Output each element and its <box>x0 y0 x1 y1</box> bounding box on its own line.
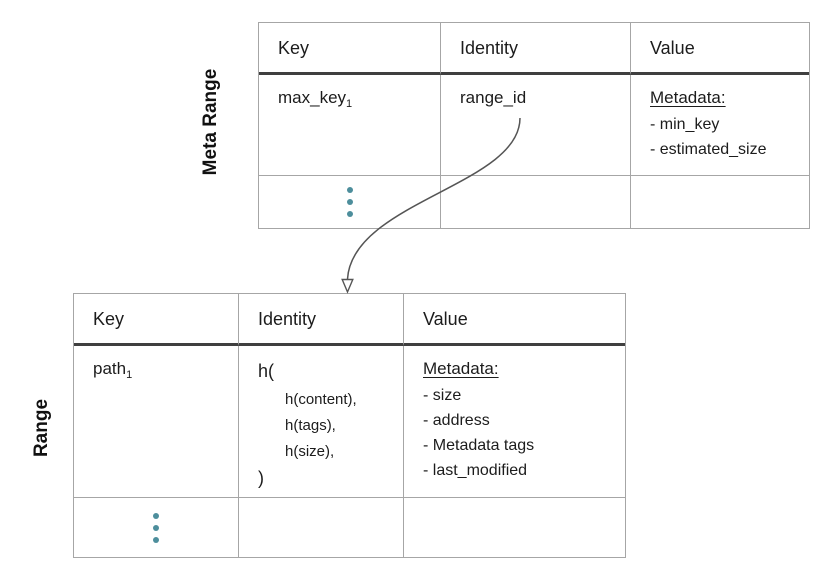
cell-value: Metadata: - size - address - Metadata ta… <box>404 346 625 498</box>
metadata-item: - estimated_size <box>650 141 767 158</box>
dot <box>153 536 159 543</box>
cell-key: max_key1 <box>259 75 441 176</box>
hash-arg: h(size), <box>285 443 335 460</box>
empty-cell <box>441 176 631 228</box>
table-meta-range: Key Identity Value max_key1 range_id Met… <box>258 22 810 229</box>
cell-value: Metadata: - min_key - estimated_size <box>631 75 809 176</box>
dot <box>153 524 159 531</box>
hash-arg: h(content), <box>285 391 357 408</box>
cell-identity: h( h(content), h(tags), h(size), ) <box>239 346 404 498</box>
dot <box>346 187 353 193</box>
metadata-item: - size <box>423 387 462 404</box>
hash-open: h( <box>258 361 275 381</box>
dot <box>346 199 353 205</box>
metadata-item: - Metadata tags <box>423 437 535 454</box>
metadata-heading: Metadata: <box>650 88 726 107</box>
header-value: Value <box>404 294 625 346</box>
hash-arg: h(tags), <box>285 417 336 434</box>
metadata-item: - last_modified <box>423 462 528 479</box>
key-text: path <box>93 359 127 378</box>
header-value: Value <box>631 23 809 75</box>
metadata-item: - min_key <box>650 116 720 133</box>
key-text: max_key <box>278 88 347 107</box>
metadata-heading: Metadata: <box>423 359 499 378</box>
metadata-item: - address <box>423 412 490 429</box>
ellipsis-dots <box>259 176 441 228</box>
header-key: Key <box>259 23 441 75</box>
empty-cell <box>239 498 404 557</box>
cell-key: path1 <box>74 346 239 498</box>
empty-cell <box>631 176 809 228</box>
table-range: Key Identity Value path1 h( h(content), … <box>73 293 626 558</box>
row-label-meta-range: Meta Range <box>200 68 221 176</box>
header-identity: Identity <box>239 294 404 346</box>
hash-args: h(content), h(tags), h(size), <box>258 387 393 465</box>
header-identity: Identity <box>441 23 631 75</box>
hash-close: ) <box>258 468 264 488</box>
header-key: Key <box>74 294 239 346</box>
dot <box>153 512 159 519</box>
empty-cell <box>404 498 625 557</box>
cell-identity: range_id <box>441 75 631 176</box>
dot <box>346 211 353 217</box>
row-label-range: Range <box>31 398 52 458</box>
ellipsis-dots <box>74 498 239 557</box>
key-subscript: 1 <box>346 98 353 110</box>
key-subscript: 1 <box>126 369 133 381</box>
arrowhead-icon <box>341 278 354 294</box>
